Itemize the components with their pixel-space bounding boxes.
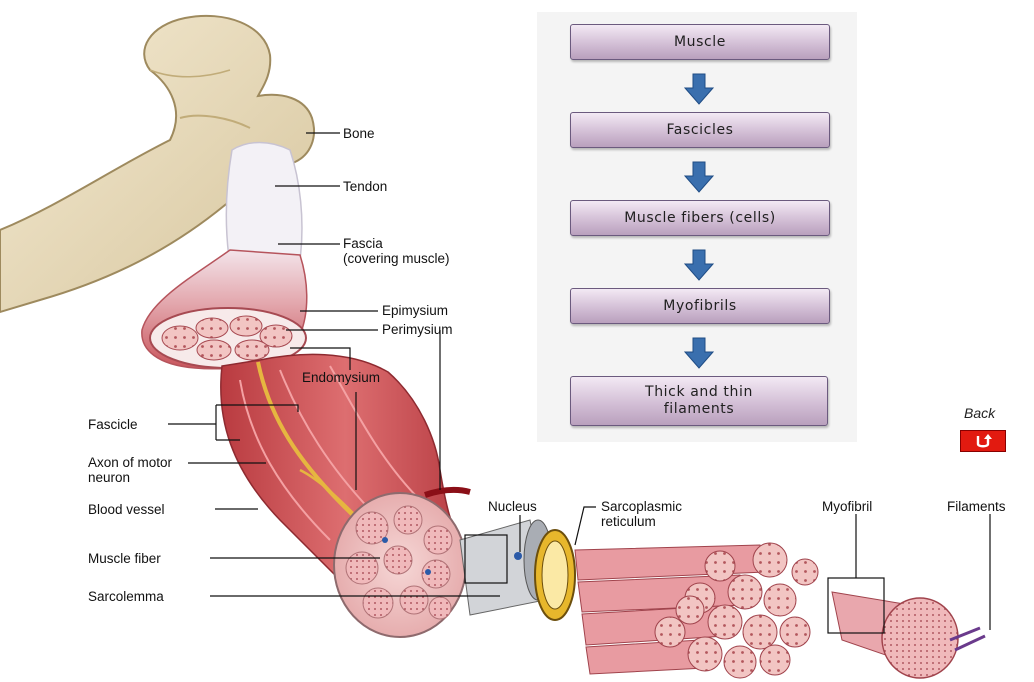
- label-tendon: Tendon: [343, 179, 387, 194]
- label-sarcoplasmic: Sarcoplasmic: [601, 499, 682, 514]
- down-arrow-icon: [682, 160, 716, 194]
- blood-vessel-shape: [425, 490, 470, 495]
- label-bone: Bone: [343, 126, 375, 141]
- hierarchy-box-muscle: Muscle: [570, 24, 830, 60]
- hierarchy-box-filaments: Thick and thin filaments: [570, 376, 828, 426]
- myofibril-bundle: [570, 543, 818, 680]
- down-arrow-icon: [682, 336, 716, 370]
- label-epimysium: Epimysium: [382, 303, 448, 318]
- label-blood-vessel: Blood vessel: [88, 502, 165, 517]
- hierarchy-box-fascicles: Fascicles: [570, 112, 830, 148]
- label-axon-sub: neuron: [88, 470, 130, 485]
- label-fascia: Fascia: [343, 236, 383, 251]
- label-sarcoplasmic-sub: reticulum: [601, 514, 656, 529]
- label-perimysium: Perimysium: [382, 322, 453, 337]
- label-myofibril: Myofibril: [822, 499, 872, 514]
- return-arrow-icon: [973, 433, 993, 449]
- label-endomysium: Endomysium: [302, 370, 380, 385]
- down-arrow-icon: [682, 72, 716, 106]
- label-axon: Axon of motor: [88, 455, 172, 470]
- down-arrow-icon: [682, 248, 716, 282]
- back-button[interactable]: [960, 430, 1006, 452]
- label-muscle-fiber: Muscle fiber: [88, 551, 161, 566]
- label-fascicle: Fascicle: [88, 417, 138, 432]
- label-sarcolemma: Sarcolemma: [88, 589, 164, 604]
- hierarchy-box-muscle-fibers: Muscle fibers (cells): [570, 200, 830, 236]
- hierarchy-box-myofibrils: Myofibrils: [570, 288, 830, 324]
- label-filaments: Filaments: [947, 499, 1006, 514]
- label-fascia-sub: (covering muscle): [343, 251, 450, 266]
- tendon-shape: [226, 143, 302, 266]
- label-nucleus: Nucleus: [488, 499, 537, 514]
- back-label: Back: [964, 405, 995, 421]
